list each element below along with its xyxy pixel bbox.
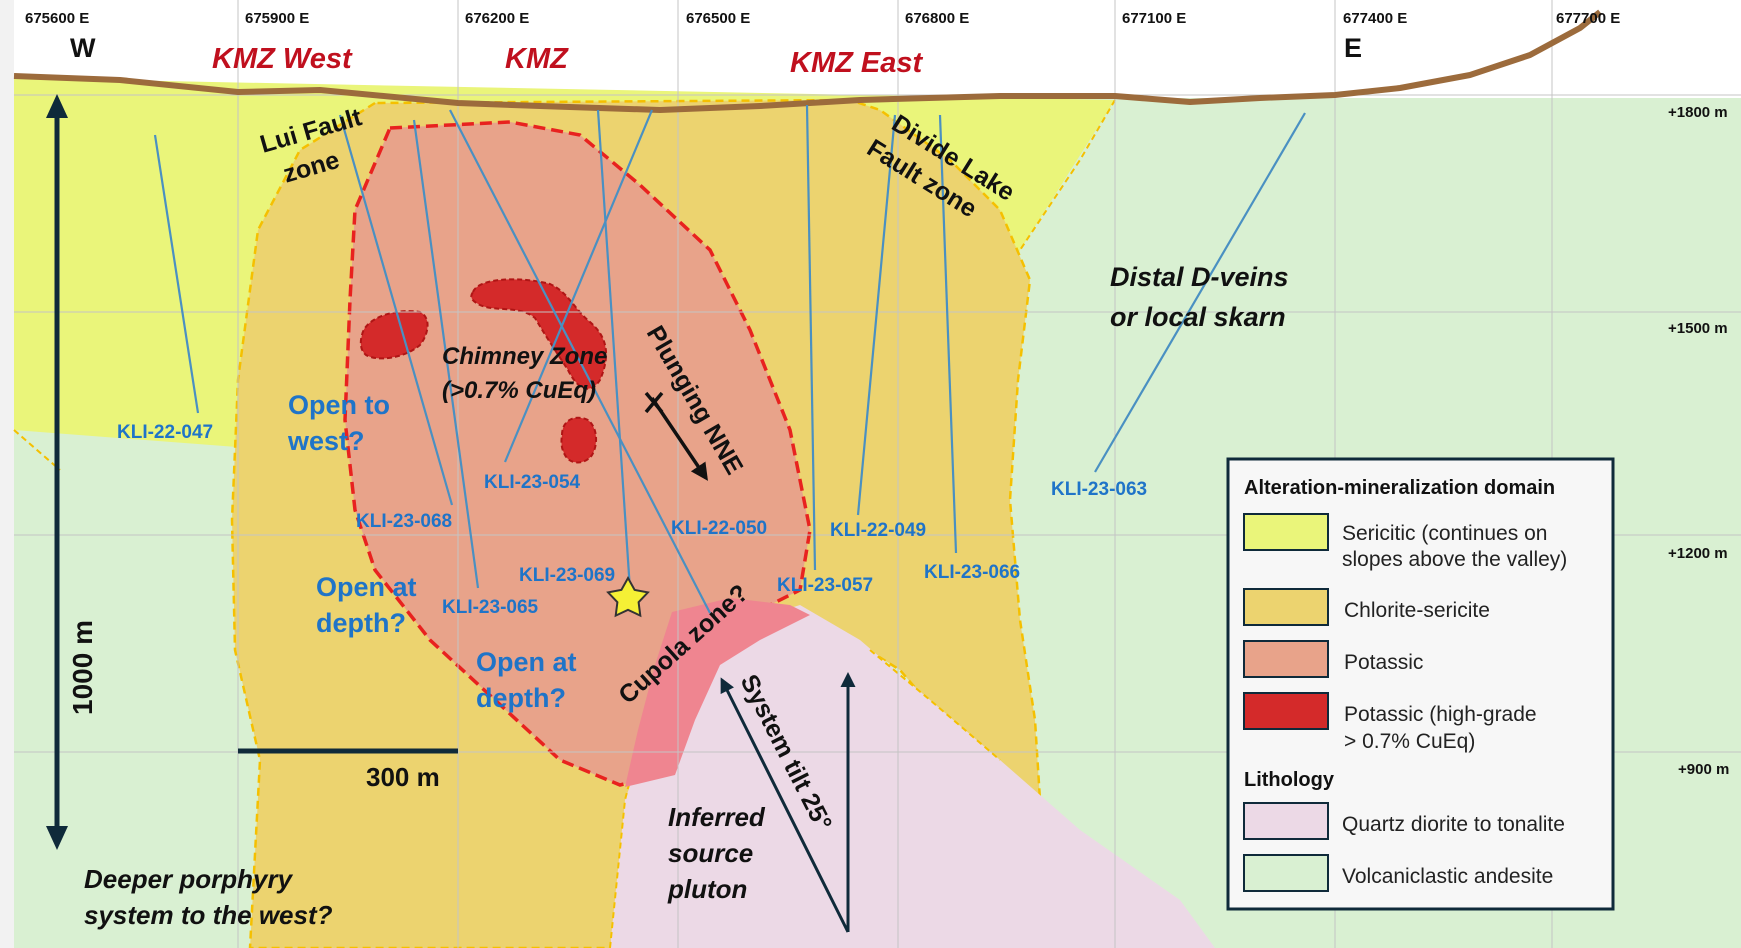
drillhole-label: KLI-23-066	[924, 562, 1020, 583]
easting-label: 677100 E	[1122, 10, 1186, 27]
legend-label-andesite: Volcaniclastic andesite	[1342, 865, 1553, 888]
open-west-line-1: Open to	[288, 390, 390, 420]
easting-label: 676800 E	[905, 10, 969, 27]
topography-line	[13, 9, 1602, 113]
drillhole-label: KLI-22-047	[117, 422, 213, 443]
drillhole-labels: KLI-22-047 KLI-23-068 KLI-23-054 KLI-23-…	[117, 422, 1147, 618]
legend-label-sericitic-2: slopes above the valley)	[1342, 548, 1567, 571]
trace-kli-23-066	[938, 114, 958, 554]
scale-arrowhead-top	[46, 94, 68, 118]
open-west-line-2: west?	[287, 426, 365, 456]
legend-label-sericitic-1: Sericitic (continues on	[1342, 522, 1547, 545]
elevation-labels: +1800 m +1500 m +1200 m +900 m	[1668, 104, 1729, 778]
trace-kli-22-049	[856, 114, 897, 516]
trace-kli-23-069	[596, 109, 632, 591]
trace-kli-23-068	[338, 114, 454, 506]
open-depth-a-line-2: depth?	[316, 608, 406, 638]
easting-label: 676500 E	[686, 10, 750, 27]
high-grade-pod-3	[560, 416, 598, 464]
drillhole-label: KLI-23-054	[484, 472, 581, 493]
deeper-label-line-1: Deeper porphyry	[84, 864, 294, 894]
drillhole-label: KLI-23-065	[442, 597, 539, 618]
cupola-zone	[625, 598, 810, 787]
zone-label-kmz-east: KMZ East	[790, 47, 923, 79]
distal-label-line-2: or local skarn	[1110, 302, 1286, 332]
elevation-label: +1800 m	[1668, 104, 1728, 121]
legend-label-potassic: Potassic	[1344, 651, 1423, 674]
drillhole-label: KLI-23-068	[356, 511, 452, 532]
easting-label: 677400 E	[1343, 10, 1407, 27]
drillhole-label: KLI-23-063	[1051, 479, 1147, 500]
scale-arrowhead-bottom	[46, 826, 68, 850]
sericitic-boundary-west	[13, 429, 61, 471]
chimney-zone-label-line-2: (>0.7% CuEq)	[442, 377, 596, 404]
horizontal-scale-label: 300 m	[366, 762, 440, 792]
sericitic-boundary-east	[1019, 99, 1116, 251]
legend-label-quartz-diorite: Quartz diorite to tonalite	[1342, 813, 1565, 836]
trace-kli-23-065	[412, 119, 480, 589]
easting-label: 677700 E	[1556, 10, 1620, 27]
distal-label-line-1: Distal D-veins	[1110, 262, 1289, 292]
sky-area	[14, 0, 1741, 98]
high-grade-pod-1	[359, 310, 429, 360]
plunge-x-mark	[644, 391, 664, 414]
drillhole-label: KLI-22-050	[671, 518, 767, 539]
quartz-diorite-pluton	[610, 605, 1215, 948]
elevation-label: +1200 m	[1668, 545, 1728, 562]
legend-swatch-potassic	[1243, 640, 1329, 678]
trace-kli-23-057	[805, 104, 817, 571]
trace-kli-23-063	[1094, 112, 1306, 473]
trace-kli-23-054	[503, 109, 654, 463]
trace-kli-22-047	[153, 134, 200, 414]
west-label: W	[70, 33, 96, 63]
zone-label-kmz: KMZ	[505, 43, 569, 75]
tilt-arrow-inclined	[720, 677, 850, 933]
easting-label: 676200 E	[465, 10, 529, 27]
legend-label-chlorite-sericite: Chlorite-sericite	[1344, 599, 1490, 622]
drillhole-label: KLI-23-069	[519, 565, 615, 586]
chimney-zone-label-line-1: Chimney Zone	[442, 343, 607, 370]
drillhole-traces	[153, 104, 1306, 614]
legend-lithology-title: Lithology	[1244, 769, 1335, 791]
trace-kli-22-050	[449, 109, 711, 614]
pluton-label-line-2: source	[668, 838, 753, 868]
legend: Alteration-mineralization domain Sericit…	[1226, 457, 1615, 911]
easting-label: 675900 E	[245, 10, 309, 27]
high-grade-pod-2	[470, 278, 608, 390]
open-depth-a-line-1: Open at	[316, 572, 417, 602]
vertical-scale-label: 1000 m	[67, 620, 98, 715]
open-depth-b-line-2: depth?	[476, 683, 566, 713]
pluton-label-line-1: Inferred	[668, 802, 766, 832]
legend-title: Alteration-mineralization domain	[1244, 477, 1555, 499]
legend-swatch-chlorite-sericite	[1243, 588, 1329, 626]
easting-labels: 675600 E 675900 E 676200 E 676500 E 6768…	[25, 10, 1620, 27]
pluton-label-line-3: pluton	[667, 874, 747, 904]
easting-label: 675600 E	[25, 10, 89, 27]
legend-swatch-potassic-high-grade	[1243, 692, 1329, 730]
open-depth-b-line-1: Open at	[476, 647, 577, 677]
vertical-scale-label-group: 1000 m	[67, 620, 98, 715]
legend-label-potassic-high-grade-1: Potassic (high-grade	[1344, 703, 1537, 726]
left-frame	[0, 0, 14, 948]
legend-label-potassic-high-grade-2: > 0.7% CuEq)	[1344, 730, 1475, 753]
star-icon	[606, 575, 650, 618]
legend-swatch-quartz-diorite	[1243, 802, 1329, 840]
drillhole-label: KLI-22-049	[830, 520, 926, 541]
legend-swatch-sericitic	[1243, 513, 1329, 551]
deeper-label-line-2: system to the west?	[84, 900, 333, 930]
drillhole-label: KLI-23-057	[777, 575, 873, 596]
zone-label-kmz-west: KMZ West	[212, 43, 353, 75]
east-label: E	[1344, 33, 1362, 63]
elevation-label: +900 m	[1678, 761, 1729, 778]
legend-swatch-andesite	[1243, 854, 1329, 892]
elevation-label: +1500 m	[1668, 320, 1728, 337]
